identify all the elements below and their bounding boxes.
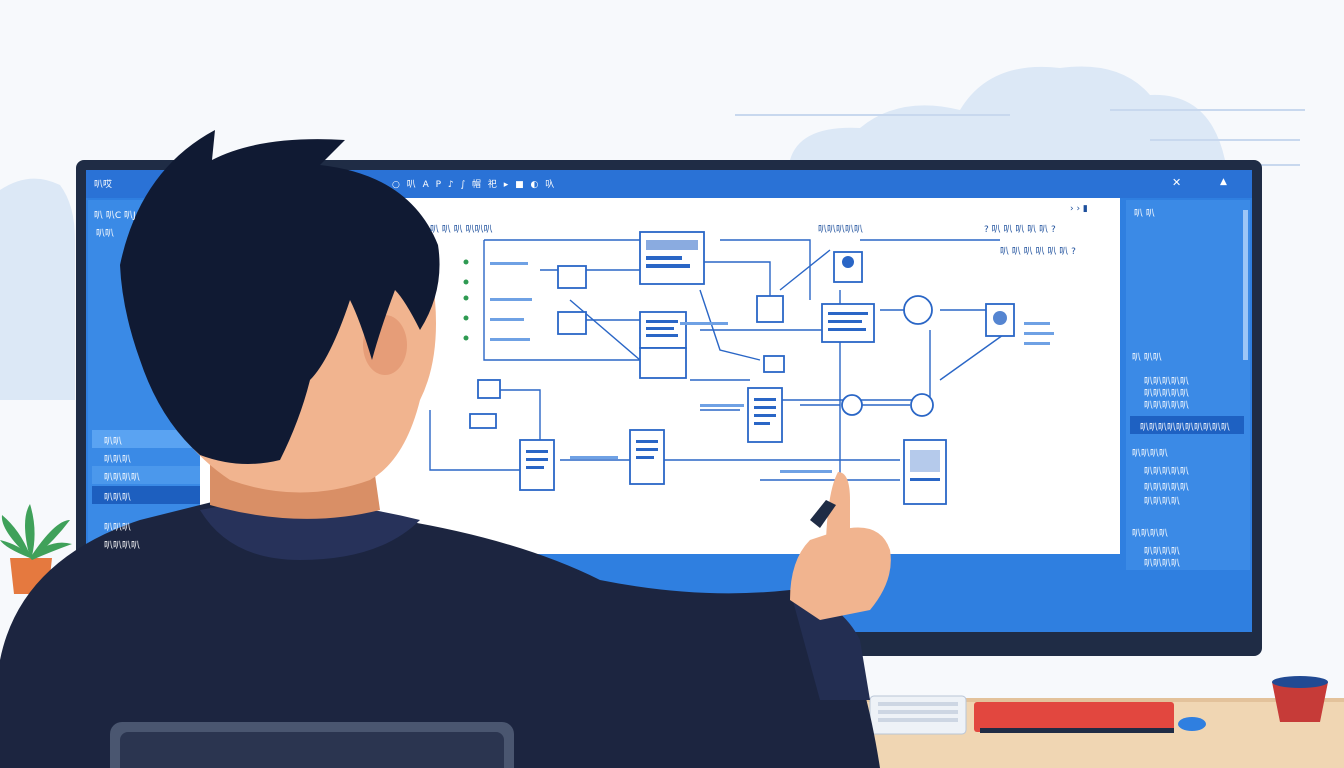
keyboard[interactable]	[869, 695, 967, 735]
node-gear[interactable]	[756, 295, 784, 323]
right-panel-row[interactable]: 叭叭叭叭	[1144, 547, 1181, 557]
canvas-nav-icons[interactable]: › › ▮	[1070, 204, 1088, 214]
sidebar-item[interactable]: 叭叭	[104, 437, 123, 447]
titlebar-menu[interactable]: ○ 叭 A P ♪ ∫ 帽 祀 ▸ ■ ◐ 叺	[392, 180, 557, 190]
right-panel	[1126, 200, 1250, 570]
canvas-top-right-label: 叭 叭 叭 叭 叭 叭 ?	[1000, 247, 1076, 257]
pin-icon[interactable]: ▲	[1220, 177, 1227, 187]
right-panel-section: 叭叭叭叭	[1132, 449, 1169, 459]
node-tiny-2[interactable]	[477, 379, 501, 399]
right-panel-highlight[interactable]	[1130, 416, 1244, 434]
canvas-top-center-label: 叭叭叭叭叭	[818, 225, 864, 235]
sidebar-header: 叭 叭C 叭J	[94, 211, 136, 221]
sidebar-item[interactable]: 叭叭叭	[104, 455, 132, 465]
node-small-circle[interactable]	[841, 394, 863, 416]
red-tablet[interactable]	[974, 702, 1174, 732]
cloud-right	[790, 66, 1225, 160]
person-jacket	[0, 500, 880, 768]
right-panel-row[interactable]: 叭叭叭叭叭	[1144, 389, 1190, 399]
sidebar-selected-row[interactable]	[92, 430, 200, 448]
person-finger	[826, 472, 850, 540]
diagram-connectors	[429, 239, 1011, 481]
red-cup	[1272, 682, 1328, 722]
keyboard-keys	[878, 702, 958, 722]
person-hair	[120, 130, 440, 464]
node-tiny-3[interactable]	[469, 413, 497, 429]
person-collar	[200, 502, 420, 560]
right-panel-scrollbar[interactable]	[1243, 210, 1248, 360]
diagram-annotations	[490, 262, 1054, 473]
person-hand	[790, 527, 891, 620]
right-panel-row[interactable]: 叭叭叭叭叭	[1144, 401, 1190, 411]
sidebar-item[interactable]: 叭叭叭	[104, 493, 132, 503]
right-panel-section: 叭叭叭叭	[1132, 529, 1169, 539]
right-panel-row[interactable]: 叭叭叭叭叭	[1144, 483, 1190, 493]
red-tablet-edge	[980, 728, 1174, 733]
right-panel-section: 叭 叭叭	[1132, 353, 1162, 363]
node-small-2[interactable]	[557, 311, 587, 335]
diagram-dots	[463, 259, 469, 341]
sidebar-section: 叭叭	[96, 229, 115, 239]
right-panel-row[interactable]: 叭叭叭叭	[1144, 497, 1181, 507]
node-doc-bottom-left[interactable]	[519, 439, 555, 491]
mouse[interactable]	[1178, 717, 1206, 731]
right-panel-row[interactable]: 叭叭叭叭	[1144, 559, 1181, 569]
node-small-circle-2[interactable]	[910, 393, 934, 417]
close-icon[interactable]: ✕	[1172, 176, 1182, 189]
sidebar-item[interactable]: 叭叭叭	[104, 523, 132, 533]
canvas-top-left-label: 叭 叭 叭 叭叭叭	[430, 225, 493, 235]
right-panel-row[interactable]: 叭叭叭叭叭	[1144, 377, 1190, 387]
chair-back-inner	[120, 732, 504, 768]
sidebar-hover-row[interactable]	[92, 466, 200, 484]
node-tiny-1[interactable]	[763, 355, 785, 373]
sidebar-item[interactable]: 叭叭叭叭	[104, 473, 141, 483]
red-cup-rim	[1272, 676, 1328, 688]
stylus	[810, 500, 836, 528]
titlebar-app-label: 叭哎	[94, 180, 113, 190]
sidebar-highlight-row[interactable]	[92, 486, 200, 504]
cloud-left	[0, 178, 75, 400]
desk-edge	[780, 698, 1344, 702]
right-panel-highlight-row[interactable]: 叭叭叭叭叭叭叭叭叭叭	[1140, 423, 1231, 433]
node-small-1[interactable]	[557, 265, 587, 289]
diagram-node-details	[526, 240, 1007, 481]
node-doc-mid-left-2[interactable]	[639, 347, 687, 379]
right-panel-row[interactable]: 叭叭叭叭叭	[1144, 467, 1190, 477]
node-doc-bottom-right[interactable]	[903, 439, 947, 505]
person-sleeve	[790, 590, 870, 700]
plant-leaves	[0, 504, 72, 560]
right-panel-header: 叭 叭	[1134, 209, 1155, 219]
sidebar-item[interactable]: 叭叭叭叭	[104, 541, 141, 551]
canvas-top-right-label: ? 叭 叭 叭 叭 叭 ?	[984, 225, 1056, 235]
node-circle-center[interactable]	[903, 295, 933, 325]
